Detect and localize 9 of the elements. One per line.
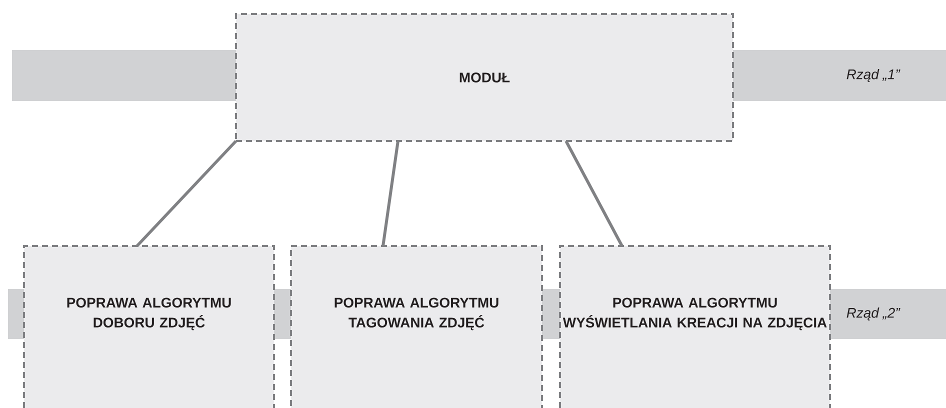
- process-box: POPRAWA ALGORYTMU DOBORU ZDJĘĆ: [23, 245, 275, 408]
- connector-line: [136, 140, 238, 248]
- connector-line: [382, 140, 400, 246]
- process-box: POPRAWA ALGORYTMU TAGOWANIA ZDJĘĆ: [290, 245, 543, 408]
- row-label: Rząd „1”: [846, 69, 900, 82]
- row-label: Rząd „2”: [846, 308, 900, 320]
- process-box: MODUŁ: [235, 13, 734, 142]
- connector-line: [564, 140, 624, 247]
- process-box: POPRAWA ALGORYTMU WYŚWIETLANIA KREACJI NA ZDJĘCIA: [559, 245, 831, 408]
